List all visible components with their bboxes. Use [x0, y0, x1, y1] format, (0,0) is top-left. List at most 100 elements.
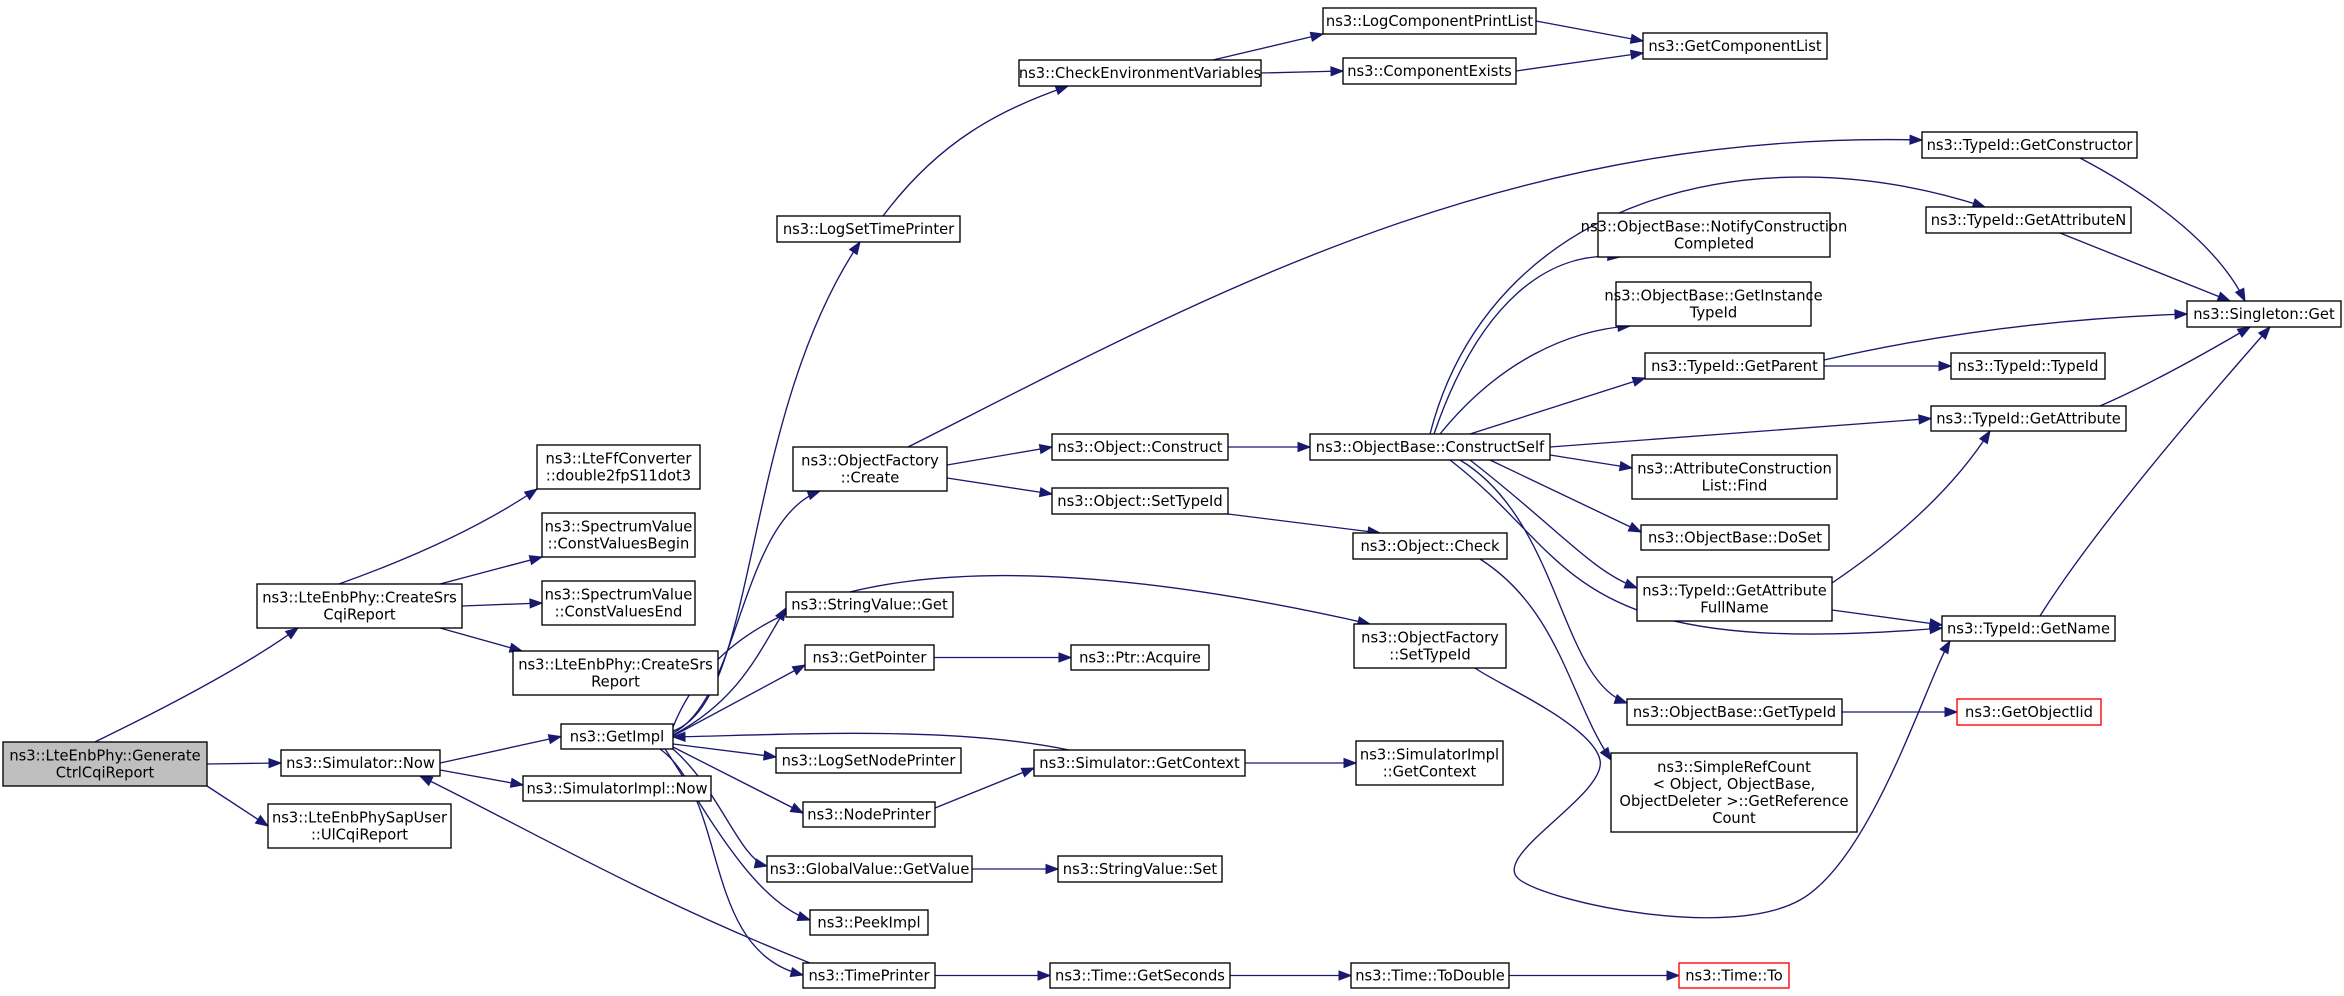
node-tidGetAttr[interactable]: ns3::TypeId::GetAttribute	[1930, 405, 2127, 432]
node-timeTo[interactable]: ns3::Time::To	[1678, 962, 1790, 989]
node-obConstructSelf[interactable]: ns3::ObjectBase::ConstructSelf	[1309, 433, 1551, 461]
node-label: Completed	[1674, 236, 1754, 253]
node-obGetTypeId[interactable]: ns3::ObjectBase::GetTypeId	[1626, 698, 1843, 726]
node-box	[1051, 487, 1229, 515]
edge-tidGetAttr-to-singletonGet	[2099, 326, 2252, 407]
node-label: CtrlCqiReport	[56, 765, 155, 782]
edge-line	[907, 138, 1923, 448]
arrow-head-icon	[753, 858, 769, 869]
arrow-head-icon	[796, 911, 812, 922]
edge-line	[1549, 454, 1633, 469]
edge-getImpl-to-nodePrinter	[672, 746, 805, 814]
node-cvEnd[interactable]: ns3::SpectrumValue::ConstValuesEnd	[541, 580, 696, 626]
arrow-head-icon	[1054, 85, 1070, 96]
edge-tidGetParent-to-tidTypeId	[1824, 360, 1953, 372]
arrow-head-icon	[806, 490, 822, 501]
node-obNotify[interactable]: ns3::ObjectBase::NotifyConstructionCompl…	[1581, 212, 1848, 258]
node-logSetTimePrinter[interactable]: ns3::LogSetTimePrinter	[776, 215, 961, 243]
node-box	[802, 962, 936, 989]
node-checkEnv[interactable]: ns3::CheckEnvironmentVariables	[1018, 59, 1262, 87]
node-timeGetSeconds[interactable]: ns3::Time::GetSeconds	[1049, 962, 1231, 989]
node-tidTypeId[interactable]: ns3::TypeId::TypeId	[1950, 352, 2106, 380]
edge-gvGetValue-to-svSet	[972, 863, 1060, 875]
call-edges	[94, 20, 2271, 981]
node-srcGetRef[interactable]: ns3::SimpleRefCount< Object, ObjectBase,…	[1610, 752, 1858, 833]
node-ulCqi[interactable]: ns3::LteEnbPhySapUser::UlCqiReport	[267, 803, 452, 849]
node-obDoSet[interactable]: ns3::ObjectBase::DoSet	[1640, 524, 1830, 551]
node-tidGetAttrN[interactable]: ns3::TypeId::GetAttributeN	[1925, 206, 2132, 234]
node-ptrAcquire[interactable]: ns3::Ptr::Acquire	[1070, 644, 1210, 671]
node-simImplGetContext[interactable]: ns3::SimulatorImpl::GetContext	[1355, 740, 1504, 786]
node-box	[1355, 740, 1504, 786]
arrow-head-icon	[284, 627, 300, 640]
node-box	[1342, 57, 1517, 85]
node-label: ns3::TypeId::GetConstructor	[1927, 137, 2134, 154]
node-double2fp[interactable]: ns3::LteFfConverter::double2fpS11dot3	[536, 444, 701, 490]
node-tidGetParent[interactable]: ns3::TypeId::GetParent	[1644, 352, 1825, 380]
arrow-head-icon	[848, 240, 861, 256]
node-label: ns3::Simulator::GetContext	[1039, 755, 1240, 772]
arrow-head-icon	[762, 750, 778, 761]
node-svSet[interactable]: ns3::StringValue::Set	[1057, 855, 1223, 883]
node-singletonGet[interactable]: ns3::Singleton::Get	[2186, 300, 2342, 328]
node-getImpl[interactable]: ns3::GetImpl	[560, 723, 674, 750]
node-box	[1678, 962, 1790, 989]
arrow-head-icon	[547, 734, 563, 745]
arrow-head-icon	[1939, 639, 1951, 655]
node-timeToDouble[interactable]: ns3::Time::ToDouble	[1350, 962, 1510, 989]
node-cvBegin[interactable]: ns3::SpectrumValue::ConstValuesBegin	[541, 512, 696, 558]
node-objConstruct[interactable]: ns3::Object::Construct	[1051, 433, 1229, 461]
node-ofCreate[interactable]: ns3::ObjectFactory::Create	[792, 446, 948, 492]
node-peekImpl[interactable]: ns3::PeekImpl	[809, 909, 929, 936]
node-objSetTypeId[interactable]: ns3::Object::SetTypeId	[1051, 487, 1229, 515]
node-getObjectIid[interactable]: ns3::GetObjectIid	[1956, 698, 2102, 726]
node-label: ::UlCqiReport	[311, 827, 408, 844]
edge-ofCreate-to-objConstruct	[946, 443, 1054, 466]
edge-line	[1831, 430, 1991, 584]
arrow-head-icon	[1599, 746, 1612, 762]
arrow-head-icon	[1045, 863, 1060, 875]
edge-createSrs-to-double2fp	[338, 488, 539, 585]
node-componentExists[interactable]: ns3::ComponentExists	[1342, 57, 1517, 85]
node-label: ns3::SpectrumValue	[545, 587, 693, 604]
edge-line	[439, 769, 524, 786]
node-tidGetConstructor[interactable]: ns3::TypeId::GetConstructor	[1921, 131, 2138, 159]
node-nodePrinter[interactable]: ns3::NodePrinter	[802, 801, 936, 828]
node-timePrinter[interactable]: ns3::TimePrinter	[802, 962, 936, 989]
node-box	[804, 644, 935, 671]
node-stringValueGet[interactable]: ns3::StringValue::Get	[785, 591, 954, 618]
edge-getImpl-to-logSetTimePrinter	[672, 240, 861, 732]
edge-line	[672, 607, 787, 736]
node-label: ns3::ObjectBase::DoSet	[1648, 530, 1822, 547]
node-getPointer[interactable]: ns3::GetPointer	[804, 644, 935, 671]
node-gvGetValue[interactable]: ns3::GlobalValue::GetValue	[766, 855, 973, 883]
node-simGetContext[interactable]: ns3::Simulator::GetContext	[1033, 749, 1246, 777]
node-tidGetName[interactable]: ns3::TypeId::GetName	[1941, 615, 2116, 642]
edge-line	[1429, 176, 1986, 435]
node-simImplNow[interactable]: ns3::SimulatorImpl::Now	[522, 775, 712, 802]
node-label: ns3::TypeId::GetAttributeN	[1931, 212, 2127, 229]
node-logSetNodePrinter[interactable]: ns3::LogSetNodePrinter	[775, 747, 962, 774]
edge-simGetContext-to-simImplGetContext	[1245, 757, 1358, 769]
arrow-head-icon	[1944, 706, 1959, 718]
node-logCompPrintList[interactable]: ns3::LogComponentPrintList	[1322, 7, 1537, 35]
arrow-head-icon	[1971, 198, 1987, 209]
node-box	[1049, 962, 1231, 989]
node-label: ns3::GetComponentList	[1648, 38, 1822, 55]
arrow-head-icon	[1666, 970, 1681, 981]
node-simNow[interactable]: ns3::Simulator::Now	[280, 749, 441, 777]
edge-line	[1515, 52, 1644, 72]
node-getComponentList[interactable]: ns3::GetComponentList	[1642, 32, 1828, 60]
arrow-head-icon	[789, 966, 805, 978]
node-ofSetTypeId[interactable]: ns3::ObjectFactory::SetTypeId	[1353, 623, 1507, 669]
node-label: ns3::NodePrinter	[807, 807, 931, 824]
edge-line	[461, 602, 543, 607]
node-objCheck[interactable]: ns3::Object::Check	[1352, 532, 1508, 560]
node-box	[1941, 615, 2116, 642]
